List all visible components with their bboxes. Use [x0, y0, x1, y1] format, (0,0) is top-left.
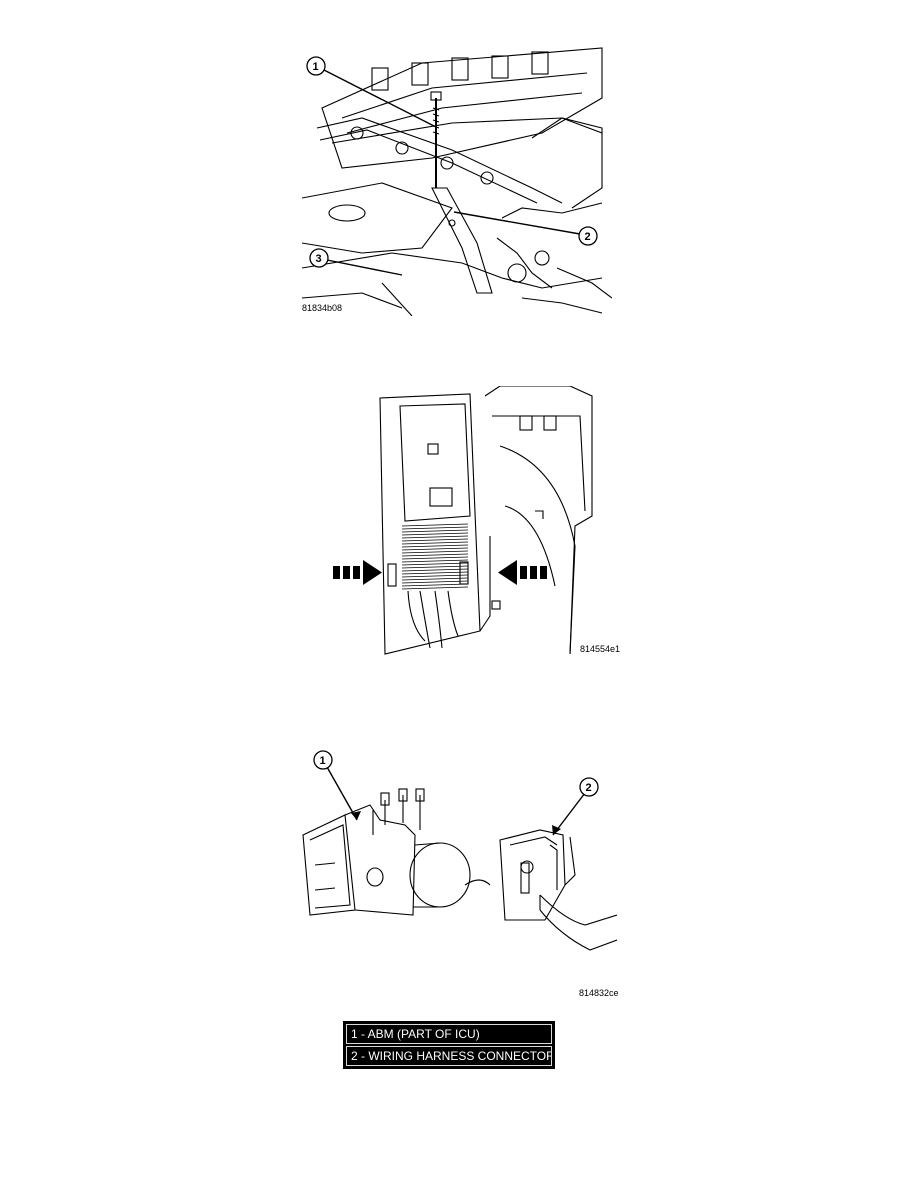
figure-connector-release: 814554e1 [330, 386, 620, 658]
figure-code: 814832ce [579, 988, 619, 998]
engine-bracket-illustration: 1 2 3 [302, 47, 612, 316]
figure-code: 814554e1 [580, 644, 621, 654]
callout-1: 1 [313, 61, 319, 73]
figure-abm-connector: 1 2 814832ce [295, 745, 619, 1000]
figure-code: 81834b08 [302, 303, 343, 313]
callout-2: 2 [585, 231, 591, 243]
legend-table: 1 - ABM (PART OF ICU) 2 - WIRING HARNESS… [343, 1021, 555, 1069]
callout-1: 1 [320, 755, 326, 767]
callout-2: 2 [586, 782, 592, 794]
callout-3: 3 [316, 253, 322, 265]
figure-engine-bracket: 1 2 3 81834b08 [302, 38, 612, 316]
connector-release-tabs-illustration [333, 386, 593, 655]
abm-harness-connector-illustration: 1 2 [302, 750, 617, 951]
legend-row-abm: 1 - ABM (PART OF ICU) [346, 1024, 552, 1044]
legend-row-wiring-harness: 2 - WIRING HARNESS CONNECTOR [346, 1046, 552, 1066]
